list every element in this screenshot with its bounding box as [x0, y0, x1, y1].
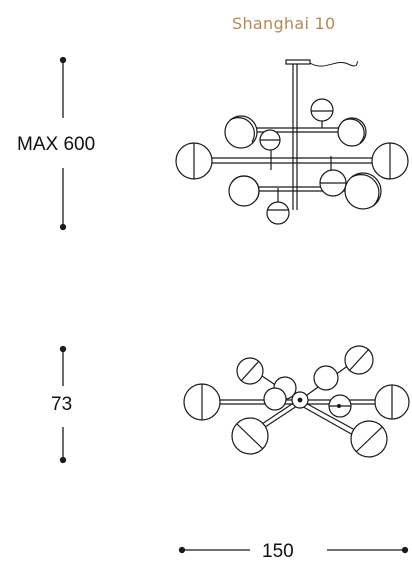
product-title: Shanghai 10: [232, 14, 336, 33]
height-label: MAX 600: [17, 134, 96, 156]
width-label: 150: [262, 541, 294, 563]
chandelier-side-view: [175, 59, 409, 225]
height-dimension-line: [59, 56, 67, 231]
chandelier-top-view: [183, 345, 410, 458]
canopy-dimension-line: [59, 345, 67, 464]
width-dimension-line: [178, 546, 409, 554]
canopy-height-label: 73: [51, 394, 73, 416]
